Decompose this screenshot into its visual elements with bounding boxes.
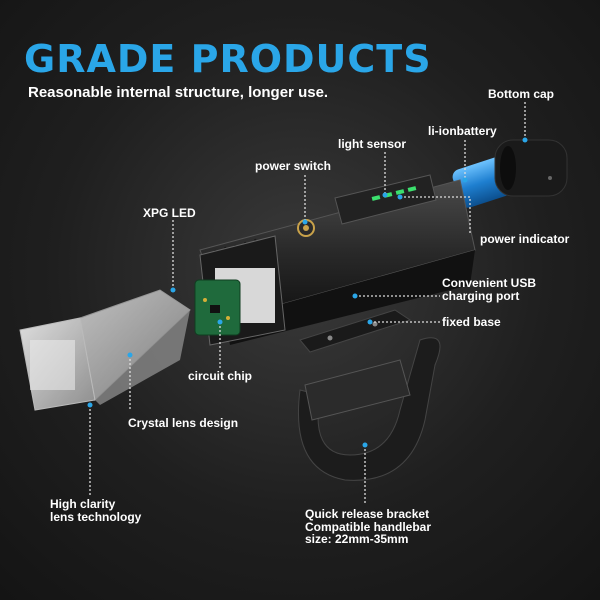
bottom-cap xyxy=(494,139,568,197)
callout-lines xyxy=(89,102,526,505)
lens xyxy=(19,289,191,411)
callout-dots xyxy=(87,137,528,448)
label-bracket: Quick release bracket Compatible handleb… xyxy=(305,508,431,546)
label-crystal-lens: Crystal lens design xyxy=(128,416,239,430)
label-bracket-line1: Quick release bracket xyxy=(305,507,430,521)
label-circuit-chip: circuit chip xyxy=(188,369,253,383)
page-title: GRADE PRODUCTS xyxy=(24,37,432,81)
page-subtitle: Reasonable internal structure, longer us… xyxy=(28,84,329,101)
circuit-board xyxy=(194,279,241,336)
label-xpg-led: XPG LED xyxy=(143,206,196,220)
label-usb-port: Convenient USB charging port xyxy=(442,277,536,302)
label-power-switch: power switch xyxy=(255,159,332,173)
bracket xyxy=(297,337,441,481)
label-power-indicator: power indicator xyxy=(480,232,570,246)
label-light-sensor: light sensor xyxy=(338,137,407,151)
label-lens-technology: High clarity lens technology xyxy=(50,498,141,523)
label-li-ion-battery: li-ionbattery xyxy=(428,124,497,138)
label-usb-port-line1: Convenient USB xyxy=(442,276,537,290)
label-lens-technology-line1: High clarity xyxy=(50,497,116,511)
label-lens-technology-line2: lens technology xyxy=(50,509,142,524)
label-bottom-cap: Bottom cap xyxy=(488,87,554,101)
light-body xyxy=(199,174,476,346)
label-bracket-line2: Compatible handlebar xyxy=(305,519,432,534)
fixed-base xyxy=(299,309,412,353)
label-bracket-line3: size: 22mm-35mm xyxy=(305,532,409,547)
label-usb-port-line2: charging port xyxy=(442,288,520,303)
label-fixed-base: fixed base xyxy=(442,315,501,329)
